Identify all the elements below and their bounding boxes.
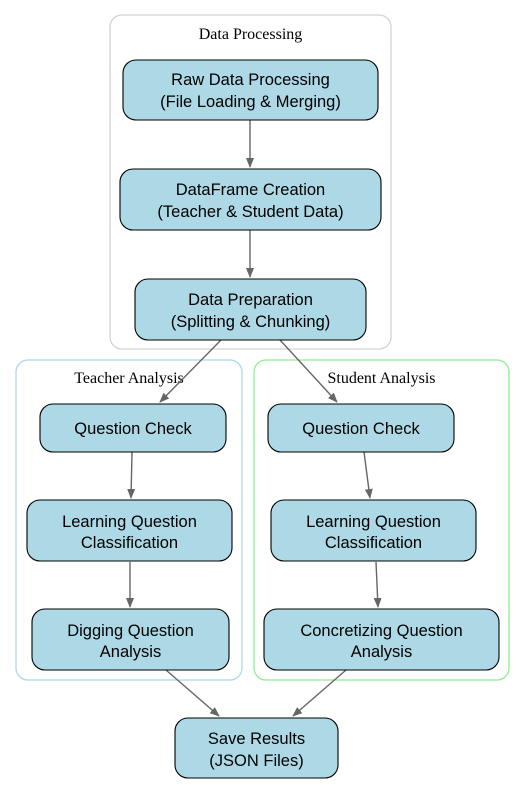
node-raw-data-processing-box: [122, 59, 379, 121]
node-teacher-question-check-label: Question Check: [74, 420, 192, 438]
node-dataframe-creation-line1: DataFrame Creation: [176, 181, 325, 199]
cluster-teacher-analysis-label: Teacher Analysis: [74, 370, 184, 387]
node-dataframe-creation-box: [119, 168, 382, 231]
cluster-student-analysis: Student Analysis: [253, 359, 510, 681]
node-teacher-learning-question-classification-box: [26, 499, 233, 562]
node-student-question-check-label: Question Check: [302, 420, 420, 438]
node-student-concretizing-question-analysis-line1: Concretizing Question: [300, 622, 462, 640]
node-dataframe-creation-line2: (Teacher & Student Data): [157, 203, 343, 221]
cluster-teacher-analysis-border: [15, 359, 243, 681]
node-teacher-question-check-box: [39, 403, 227, 453]
cluster-student-analysis-border: [253, 359, 510, 681]
node-save-results: Save Results (JSON Files): [174, 717, 339, 779]
node-student-question-check: Question Check: [267, 403, 455, 453]
cluster-data-processing: Data Processing: [109, 14, 392, 350]
node-student-learning-question-classification-box: [270, 499, 477, 562]
node-student-learning-question-classification-line2: Classification: [325, 534, 422, 552]
node-student-concretizing-question-analysis-line2: Analysis: [351, 643, 412, 661]
node-student-learning-question-classification-line1: Learning Question: [306, 513, 441, 531]
node-teacher-digging-question-analysis-line1: Digging Question: [67, 622, 194, 640]
node-raw-data-processing: Raw Data Processing (File Loading & Merg…: [122, 59, 379, 121]
node-student-learning-question-classification: Learning Question Classification: [270, 499, 477, 562]
edge-layer: [126, 120, 382, 717]
node-dataframe-creation: DataFrame Creation (Teacher & Student Da…: [119, 168, 382, 231]
edge-prep-to-teacher-check: [159, 339, 222, 403]
node-data-preparation: Data Preparation (Splitting & Chunking): [134, 278, 367, 341]
node-teacher-learning-question-classification: Learning Question Classification: [26, 499, 233, 562]
node-teacher-question-check: Question Check: [39, 403, 227, 453]
node-data-preparation-box: [134, 278, 367, 341]
edge-prep-to-student-check: [279, 339, 338, 403]
edge-teacher-digging-to-save: [165, 669, 220, 717]
node-save-results-line1: Save Results: [208, 730, 305, 748]
edge-student-learning-to-concretizing: [373, 561, 382, 608]
node-raw-data-processing-line1: Raw Data Processing: [171, 71, 330, 89]
cluster-data-processing-border: [109, 14, 392, 350]
node-data-preparation-line1: Data Preparation: [188, 291, 313, 309]
cluster-student-analysis-label: Student Analysis: [327, 370, 435, 387]
cluster-data-processing-label: Data Processing: [199, 26, 303, 43]
node-save-results-box: [174, 717, 339, 779]
node-student-question-check-box: [267, 403, 455, 453]
node-teacher-digging-question-analysis-box: [31, 608, 230, 671]
node-raw-data-processing-line2: (File Loading & Merging): [160, 93, 341, 111]
edge-teacher-check-to-learning: [127, 451, 136, 499]
node-teacher-digging-question-analysis-line2: Analysis: [100, 643, 161, 661]
cluster-teacher-analysis: Teacher Analysis: [15, 359, 243, 681]
node-data-preparation-line2: (Splitting & Chunking): [171, 313, 331, 331]
node-teacher-learning-question-classification-line2: Classification: [81, 534, 178, 552]
node-teacher-digging-question-analysis: Digging Question Analysis: [31, 608, 230, 671]
edge-student-check-to-learning: [363, 451, 373, 499]
node-save-results-line2: (JSON Files): [209, 752, 303, 770]
edge-student-concretizing-to-save: [292, 669, 347, 717]
node-teacher-learning-question-classification-line1: Learning Question: [62, 513, 197, 531]
node-student-concretizing-question-analysis-box: [263, 608, 500, 671]
node-student-concretizing-question-analysis: Concretizing Question Analysis: [263, 608, 500, 671]
